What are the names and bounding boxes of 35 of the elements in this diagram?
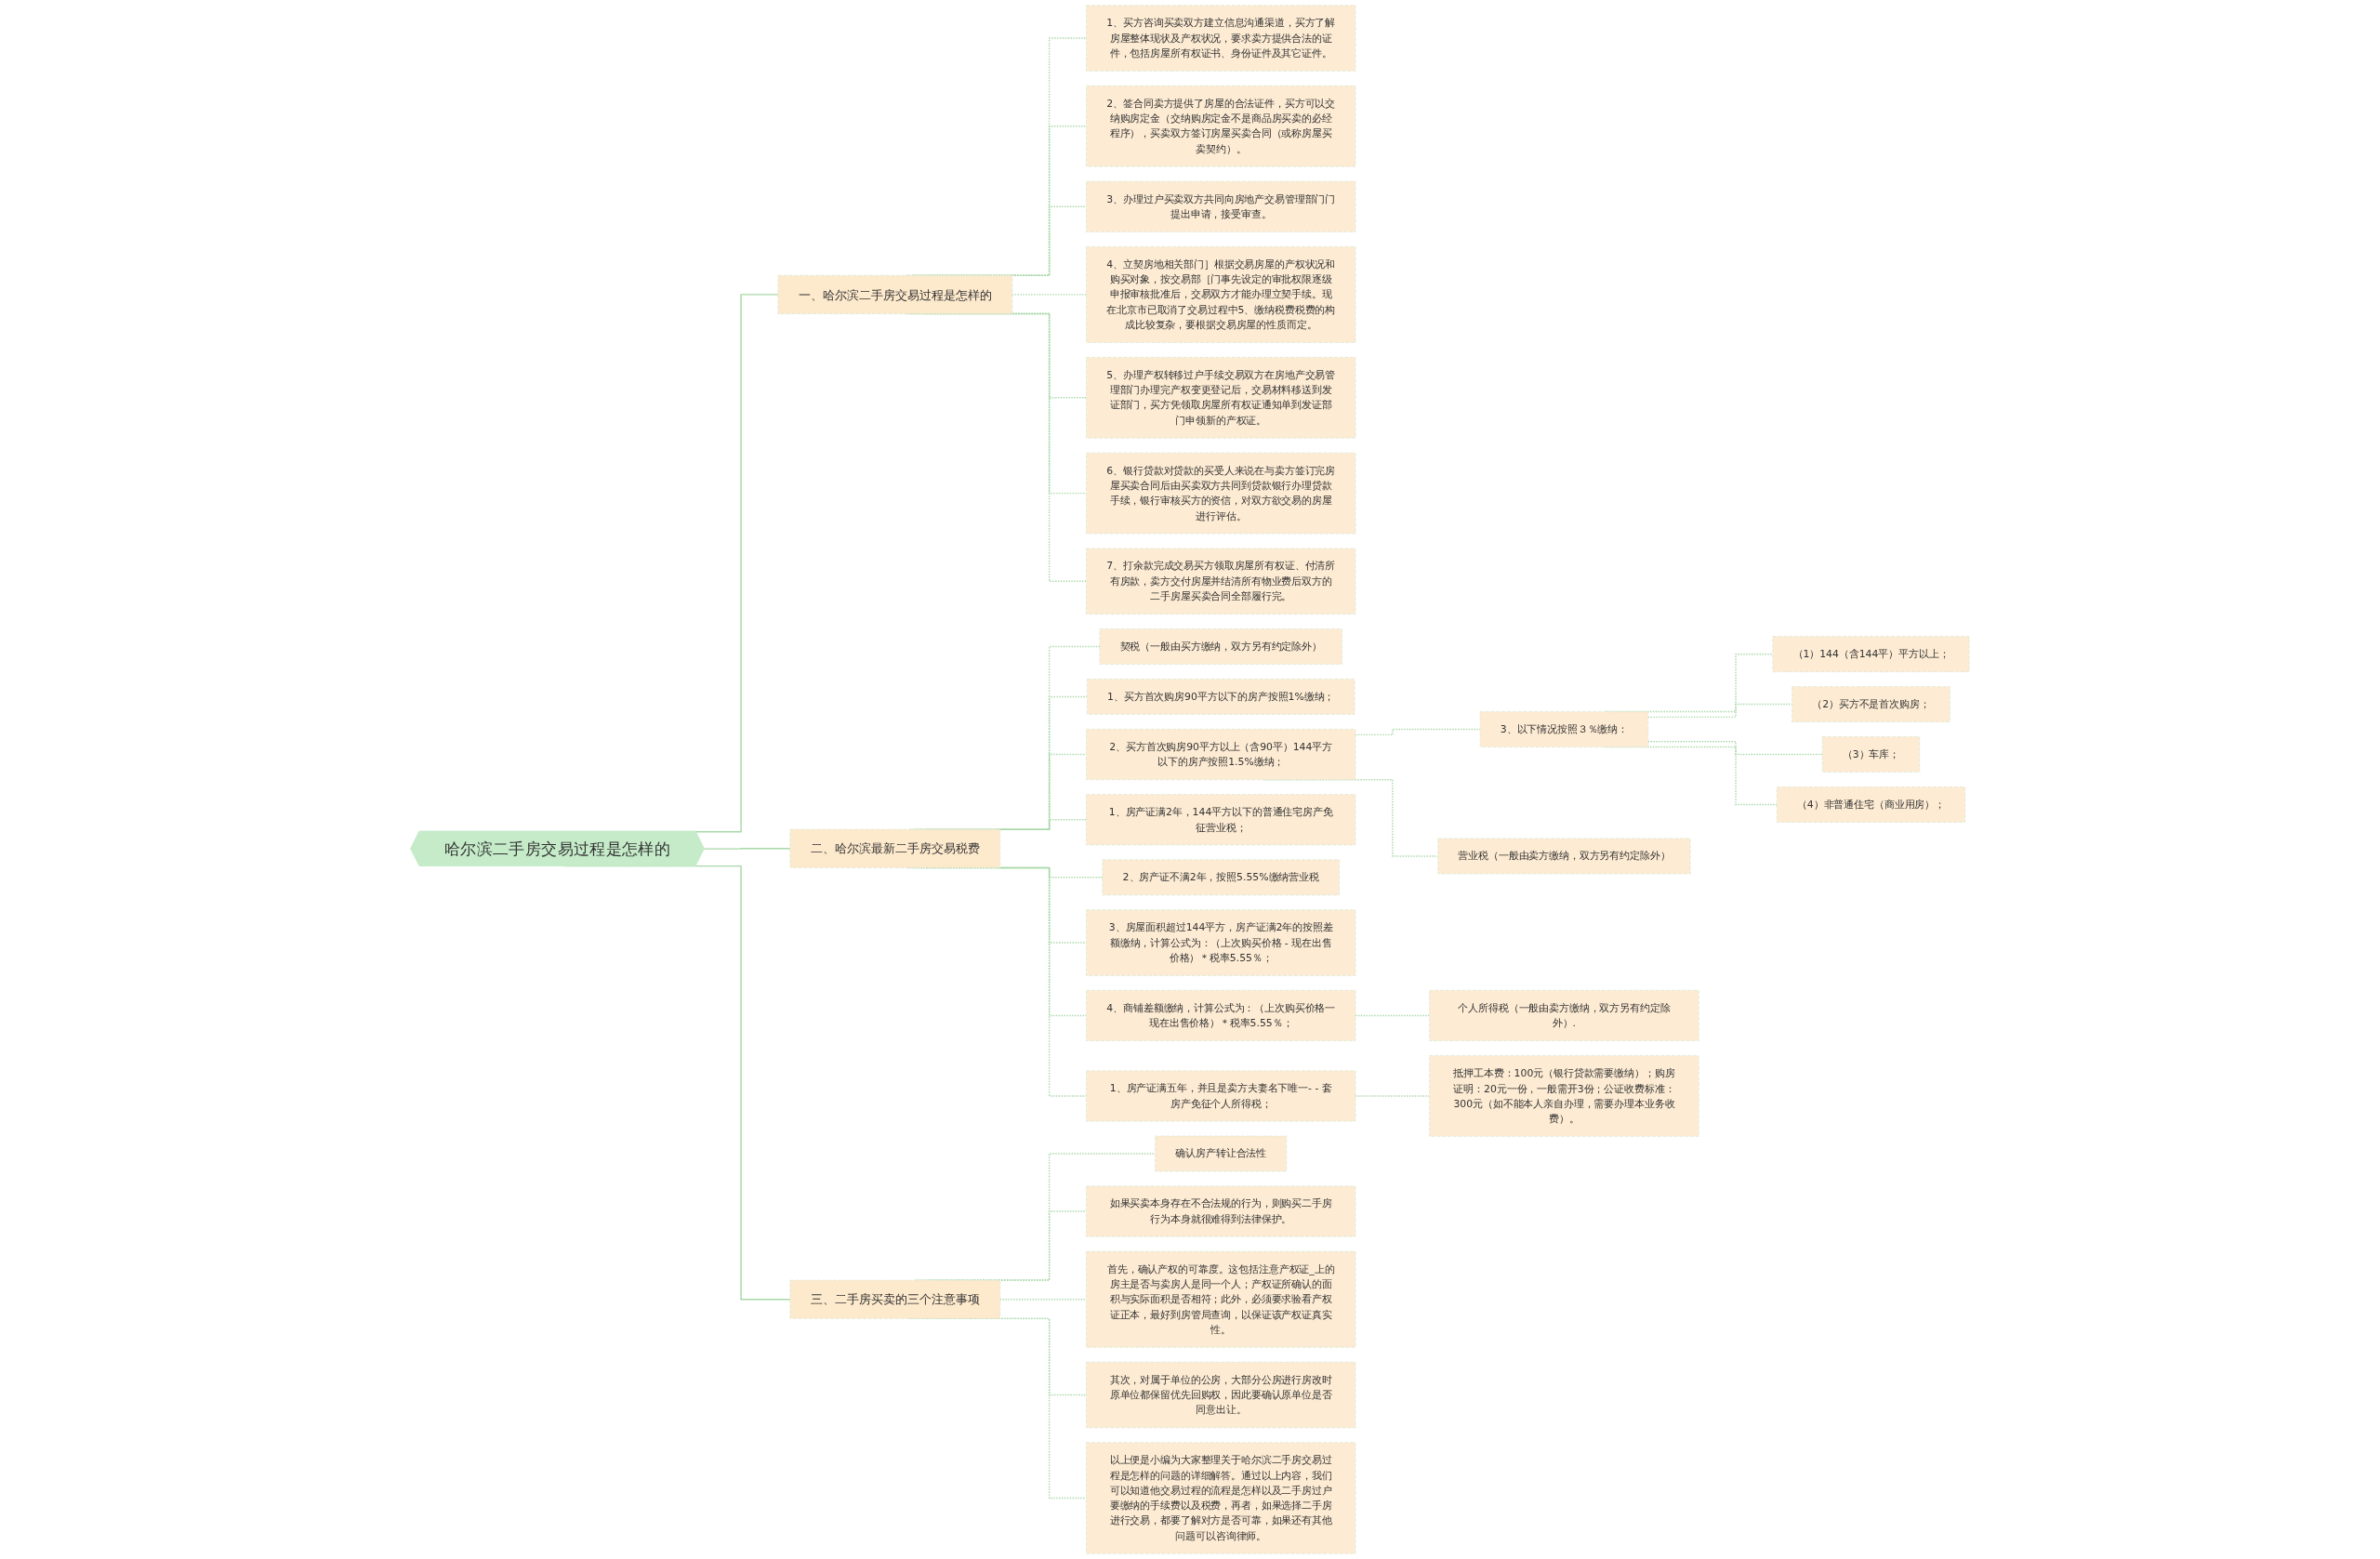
node-box: 1、房产证满2年，144平方以下的普通住宅房产免征营业税； bbox=[1086, 794, 1356, 846]
node-box: 2、签合同卖方提供了房屋的合法证件，买方可以交纳购房定金（交纳购房定金不是商品房买卖的必经程序），买卖双方签订房屋买卖合同（或称房屋买卖契约）。 bbox=[1086, 85, 1356, 167]
node-box: 3、办理过户买卖双方共同向房地产交易管理部门门提出申请，接受审查。 bbox=[1086, 180, 1356, 232]
node-box: 个人所得税（一般由卖方缴纳，双方另有约定除外）. bbox=[1429, 989, 1699, 1041]
node-box: 2、买方首次购房90平方以上（含90平）144平方以下的房产按照1.5%缴纳； bbox=[1086, 729, 1356, 781]
node-box: 1、买方咨询买卖双方建立信息沟通渠道，买方了解房屋整体现状及产权状况，要求卖方提供合法的证件，包括房屋所有权证书、身份证件及其它证件。 bbox=[1086, 5, 1356, 72]
node-box: 三、二手房买卖的三个注意事项 bbox=[789, 1279, 1001, 1319]
node-box: 一、哈尔滨二手房交易过程是怎样的 bbox=[777, 274, 1013, 314]
node-box: （2）买方不是首次购房； bbox=[1792, 686, 1950, 722]
node-box: 如果买卖本身存在不合法规的行为，则购买二手房行为本身就很难得到法律保护。 bbox=[1086, 1185, 1356, 1237]
node-box: 确认房产转让合法性 bbox=[1155, 1135, 1288, 1172]
node-box: 5、办理产权转移过户手续交易双方在房地产交易管理部门办理完产权变更登记后，交易材料移送到发证部门，买方凭领取房屋所有权证通知单到发证部门申领新的产权证。 bbox=[1086, 357, 1356, 439]
node-box: 契税（一般由买方缴纳，双方另有约定除外） bbox=[1099, 628, 1342, 665]
node-box: 4、商铺差额缴纳，计算公式为：（上次购买价格一现在出售价格）＊税率5.55％； bbox=[1086, 989, 1356, 1041]
node-box: 3、房屋面积超过144平方，房产证满2年的按照差额缴纳，计算公式为：（上次购买价格 - 现在出售价格）＊税率5.55％； bbox=[1086, 909, 1356, 976]
connector bbox=[1647, 741, 1823, 756]
node-box: 6、银行贷款对贷款的买受人来说在与卖方签订完房屋买卖合同后由买卖双方共同到贷款银行办理贷款手续，银行审核买方的资信，对双方欲交易的房屋进行评估。 bbox=[1086, 452, 1356, 535]
node-box: 抵押工本费：100元（银行贷款需要缴纳）；购房证明：20元一份，一般需开3份；公证收费标准：300元（如不能本人亲自办理，需要办理本业务收费）。 bbox=[1429, 1055, 1699, 1137]
node-box: 营业税（一般由卖方缴纳，双方另有约定除外） bbox=[1437, 838, 1691, 875]
node-box: 1、买方首次购房90平方以下的房产按照1%缴纳； bbox=[1087, 679, 1355, 715]
node-box: 二、哈尔滨最新二手房交易税费 bbox=[789, 828, 1001, 868]
node-box: （4）非普通住宅（商业用房）； bbox=[1776, 786, 1966, 823]
node-box: 2、房产证不满2年，按照5.55%缴纳营业税 bbox=[1102, 859, 1340, 896]
connector bbox=[1355, 728, 1481, 736]
node-box: 7、打余款完成交易买方领取房屋所有权证、付清所有房款，卖方交付房屋并结清所有物业费后双方的二手房屋买卖合同全部履行完。 bbox=[1086, 548, 1356, 614]
connector bbox=[703, 848, 791, 850]
connector bbox=[999, 1299, 1088, 1301]
node-box: （3）车库； bbox=[1821, 736, 1921, 773]
node-box: 1、房产证满五年，并且是卖方夫妻名下唯一- - 套房产免征个人所得税； bbox=[1086, 1070, 1356, 1122]
node-box: 以上便是小编为大家整理关于哈尔滨二手房交易过程是怎样的问题的详细解答。通过以上内容，我们可以知道他交易过程的流程是怎样以及二手房过户要缴纳的手续费以及税费，再者，如果选择二手房进行交易，都要了解对方是否可靠，如果还有其他问题可以咨询律师。 bbox=[1086, 1442, 1356, 1554]
node-box: 其次，对属于单位的公房，大部分公房进行房改时原单位都保留优先回购权，因此要确认原单位是否同意出让。 bbox=[1086, 1361, 1356, 1429]
node-box: 首先，确认产权的可靠度。这包括注意产权证_上的房主是否与卖房人是同一个人；产权证所确认的面积与实际面积是否相符；此外，必须要求验看产权证正本，最好到房管局查询，以保证该产权证真实性。 bbox=[1086, 1250, 1356, 1348]
node-box: （1）144（含144平）平方以上； bbox=[1772, 636, 1970, 672]
node-box: 3、以下情况按照３％缴纳： bbox=[1479, 711, 1649, 747]
node-box: 4、立契房地相关部门］根据交易房屋的产权状况和购买对象，按交易部［门事先设定的审批权限逐级申报审核批准后，交易双方才能办理立契手续。现在北京市已取消了交易过程中5、缴纳税费税费的构成比较复杂，要根据交易房屋的性质而定。 bbox=[1086, 245, 1356, 343]
